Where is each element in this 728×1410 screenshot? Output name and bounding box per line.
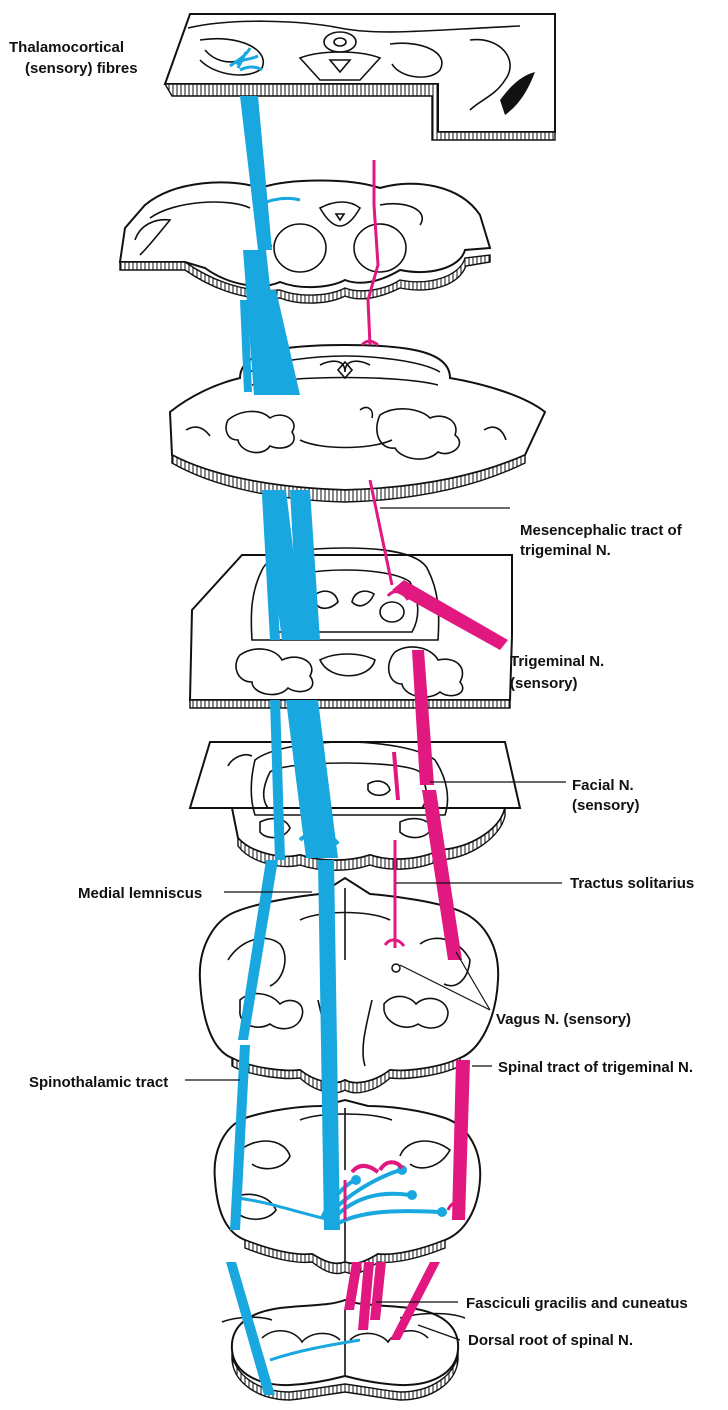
label-spinal-trigeminal: Spinal tract of trigeminal N. [472,1059,693,1076]
label-mesencephalic-line2: trigeminal N. [520,542,611,559]
label-spinal-trigeminal-text: Spinal tract of trigeminal N. [498,1059,693,1076]
brain-section-midbrain-upper [120,181,490,304]
label-facial-line1: Facial N. [572,777,634,794]
label-spinothalamic: Spinothalamic tract [29,1074,240,1091]
label-trigeminal: Trigeminal N. (sensory) [510,653,604,692]
label-trigeminal-line2: (sensory) [510,675,578,692]
label-mesencephalic: Mesencephalic tract of trigeminal N. [380,508,683,559]
label-thalamocortical-line2: (sensory) fibres [25,60,138,77]
label-spinothalamic-text: Spinothalamic tract [29,1074,168,1091]
label-fasciculi-text: Fasciculi gracilis and cuneatus [466,1295,688,1312]
label-medial-lemniscus: Medial lemniscus [78,885,312,902]
label-thalamocortical: Thalamocortical (sensory) fibres [9,39,138,77]
label-trigeminal-line1: Trigeminal N. [510,653,604,670]
brain-section-facial [190,742,520,870]
label-tractus-solitarius-text: Tractus solitarius [570,875,694,892]
label-facial-line2: (sensory) [572,797,640,814]
label-mesencephalic-line1: Mesencephalic tract of [520,522,683,539]
label-dorsal-root-text: Dorsal root of spinal N. [468,1332,633,1349]
label-thalamocortical-line1: Thalamocortical [9,39,124,56]
label-vagus-text: Vagus N. (sensory) [496,1011,631,1028]
brain-section-pons-upper [170,345,545,502]
brain-section-thalamus [165,14,555,140]
label-medial-lemniscus-text: Medial lemniscus [78,885,202,902]
